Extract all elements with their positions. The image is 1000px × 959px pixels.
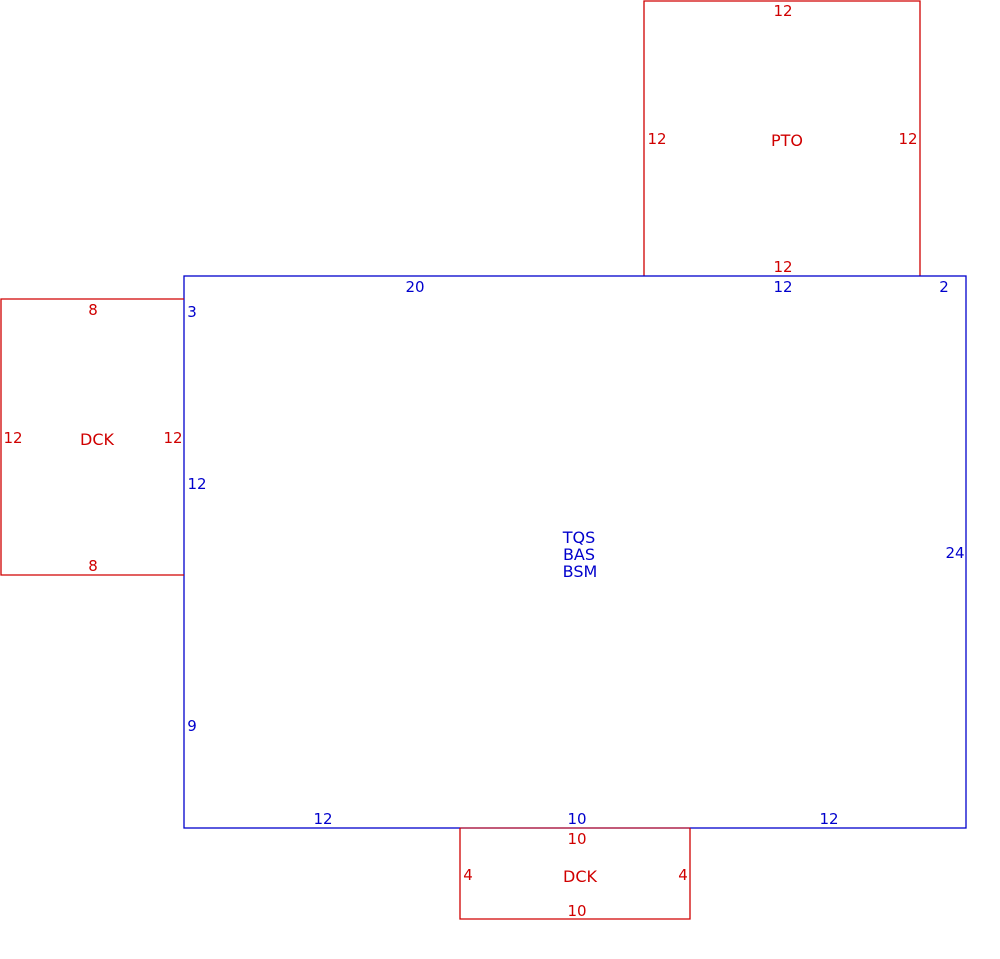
main-dim-right: 24	[945, 544, 964, 562]
main-structure: 20 12 2 3 12 9 24 12 10 12 TQS BAS BSM	[183, 275, 967, 829]
main-code-3: BSM	[563, 562, 598, 581]
deck-bottom-dim-left: 4	[463, 866, 473, 884]
main-dim-top-right: 2	[939, 278, 949, 296]
main-dim-left-lower: 9	[187, 717, 197, 735]
deck-left-dim-right: 12	[163, 429, 182, 447]
deck-left-dim-bottom: 8	[88, 557, 98, 575]
patio-area: 12 12 12 12 PTO	[643, 0, 921, 277]
patio-dim-bottom: 12	[773, 258, 792, 276]
patio-dim-top: 12	[773, 2, 792, 20]
patio-dim-left: 12	[647, 130, 666, 148]
deck-bottom-dim-top: 10	[567, 830, 586, 848]
main-dim-top-left: 20	[405, 278, 424, 296]
main-dim-bottom-mid: 10	[567, 810, 586, 828]
deck-left-code: DCK	[80, 430, 114, 449]
main-dim-top-mid: 12	[773, 278, 792, 296]
deck-bottom-area: 10 4 4 10 DCK	[459, 827, 691, 920]
deck-left-dim-top: 8	[88, 301, 98, 319]
deck-bottom-dim-right: 4	[678, 866, 688, 884]
deck-bottom-outline	[459, 828, 691, 920]
deck-left-outline	[0, 298, 184, 576]
deck-left-dim-left: 12	[3, 429, 22, 447]
deck-left-area: 8 12 12 8 DCK	[0, 298, 184, 576]
main-code-2: BAS	[563, 545, 595, 564]
patio-outline	[643, 0, 921, 276]
main-dim-bottom-left: 12	[313, 810, 332, 828]
patio-dim-right: 12	[898, 130, 917, 148]
main-dim-bottom-right: 12	[819, 810, 838, 828]
main-code-1: TQS	[562, 528, 596, 547]
patio-code: PTO	[771, 131, 803, 150]
main-dim-left-mid: 12	[187, 475, 206, 493]
main-dim-left-upper: 3	[187, 303, 197, 321]
deck-bottom-code: DCK	[563, 867, 597, 886]
deck-bottom-dim-bottom: 10	[567, 902, 586, 920]
